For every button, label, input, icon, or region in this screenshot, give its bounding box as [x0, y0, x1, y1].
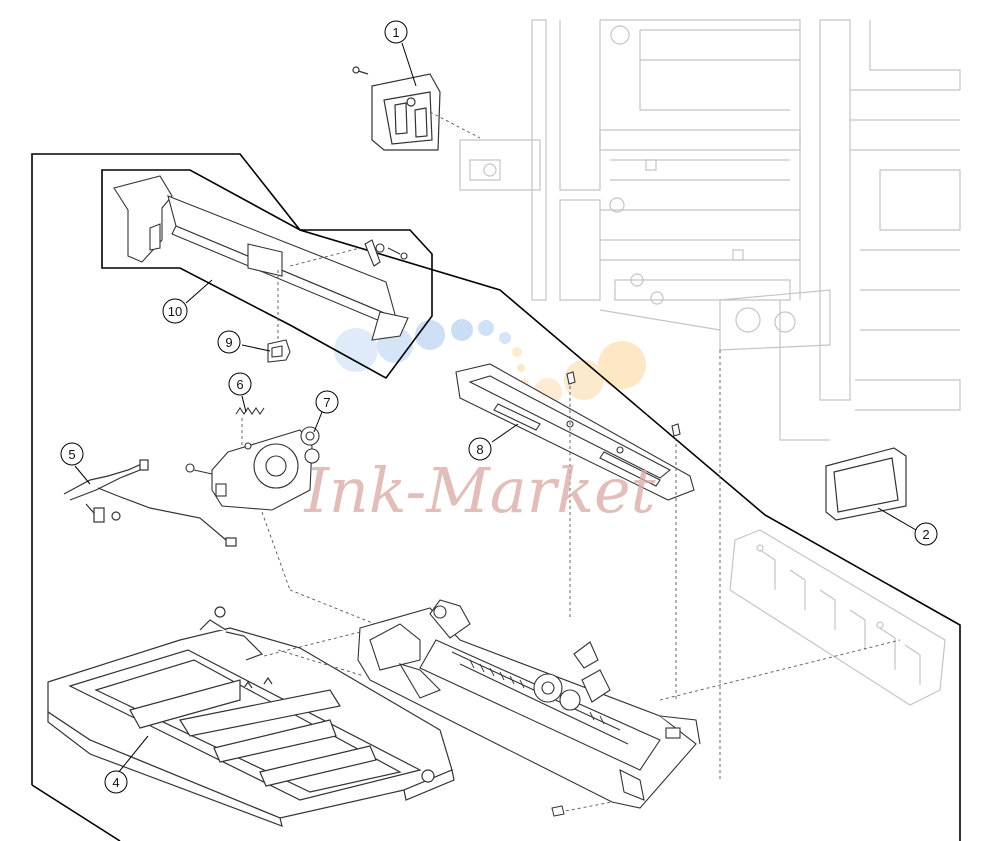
- feeder-roller-ribs: [469, 659, 605, 725]
- callout-9: 9: [217, 330, 241, 354]
- assembly-boundary: [31, 153, 961, 841]
- part-1-bracket: [352, 66, 441, 151]
- callout-2: 2: [914, 522, 938, 546]
- part-4-tray: [47, 606, 455, 827]
- leader-lines: [74, 42, 917, 774]
- svg-text:6: 6: [236, 377, 243, 392]
- part-10-rail-assembly: [113, 175, 409, 341]
- inset-boundary: [101, 169, 433, 380]
- svg-text:4: 4: [112, 775, 119, 790]
- callout-7: 7: [315, 390, 339, 414]
- callout-6: 6: [228, 372, 252, 396]
- watermark-text: Ink-Market: [303, 454, 655, 527]
- svg-text:8: 8: [476, 442, 483, 457]
- svg-text:5: 5: [68, 447, 75, 462]
- screw-icon: [551, 805, 565, 817]
- ghost-guide-rail: [729, 529, 946, 706]
- part-2-cover: [825, 447, 907, 521]
- svg-text:9: 9: [225, 335, 232, 350]
- svg-text:1: 1: [392, 25, 399, 40]
- part-6-spring: [235, 407, 265, 415]
- part-7-gear-plate: [185, 426, 320, 511]
- machine-frame-ghost: [459, 19, 961, 441]
- part-9-sensor: [267, 339, 291, 363]
- callout-4: 4: [104, 770, 128, 794]
- svg-text:7: 7: [323, 395, 330, 410]
- assembly-boundary-lower: [31, 784, 121, 841]
- part-5-cable: [63, 459, 237, 547]
- svg-text:10: 10: [168, 304, 182, 319]
- svg-text:2: 2: [922, 527, 929, 542]
- feeder-assembly: [357, 599, 701, 809]
- callout-1: 1: [384, 20, 408, 44]
- callout-8: 8: [468, 437, 492, 461]
- part-8-plate: [455, 363, 695, 501]
- callout-10: 10: [162, 298, 188, 324]
- callout-5: 5: [60, 442, 84, 466]
